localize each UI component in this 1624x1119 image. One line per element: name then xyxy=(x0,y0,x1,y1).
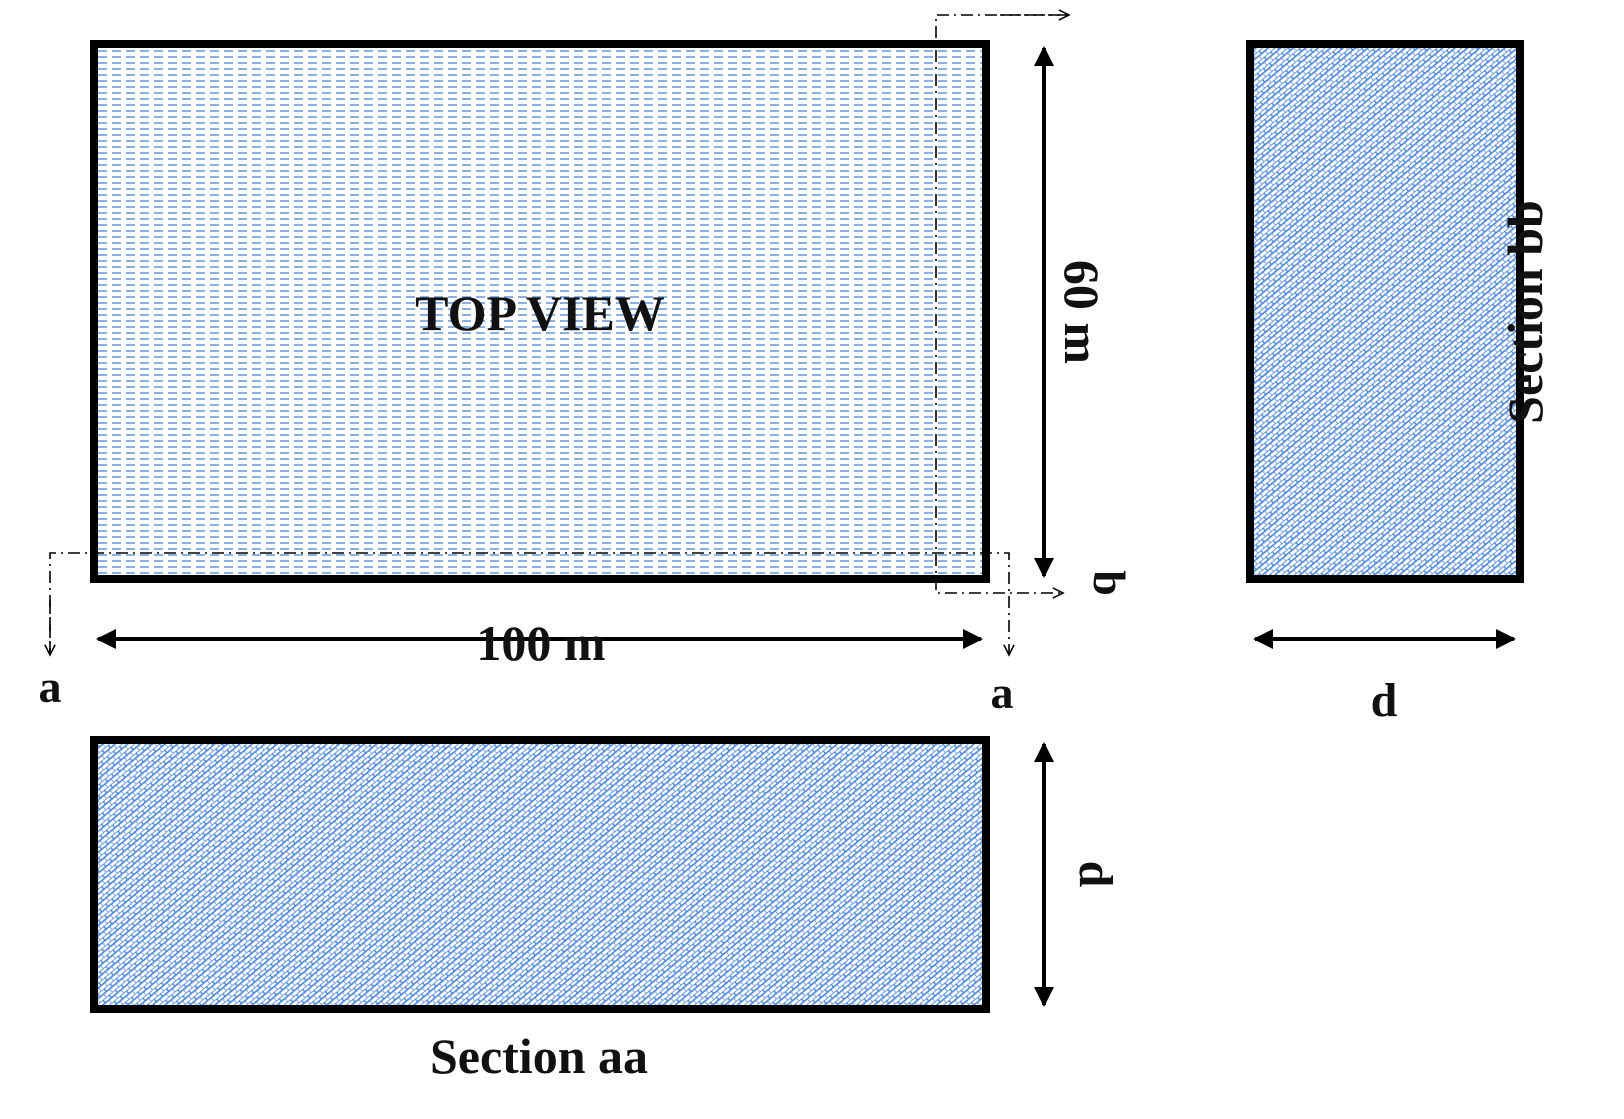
cut-line-b xyxy=(935,15,1069,593)
section-bb-title: Section bb xyxy=(1497,200,1553,424)
section-aa-rect xyxy=(90,736,990,1013)
width-label: 60 m xyxy=(1054,260,1110,364)
section-bb-depth-label: d xyxy=(1371,674,1398,727)
section-bb-rect xyxy=(1246,40,1524,583)
cut-label-a-left: a xyxy=(39,661,62,712)
section-aa-title: Section aa xyxy=(430,1028,648,1084)
top-view-rect xyxy=(90,40,990,583)
cut-label-a-right: a xyxy=(991,667,1014,718)
length-label: 100 m xyxy=(476,615,605,671)
section-aa-depth-label: d xyxy=(1069,861,1122,888)
cut-line-a xyxy=(50,552,1009,655)
cut-label-b: b xyxy=(1084,570,1135,596)
top-view-title: TOP VIEW xyxy=(415,285,665,341)
